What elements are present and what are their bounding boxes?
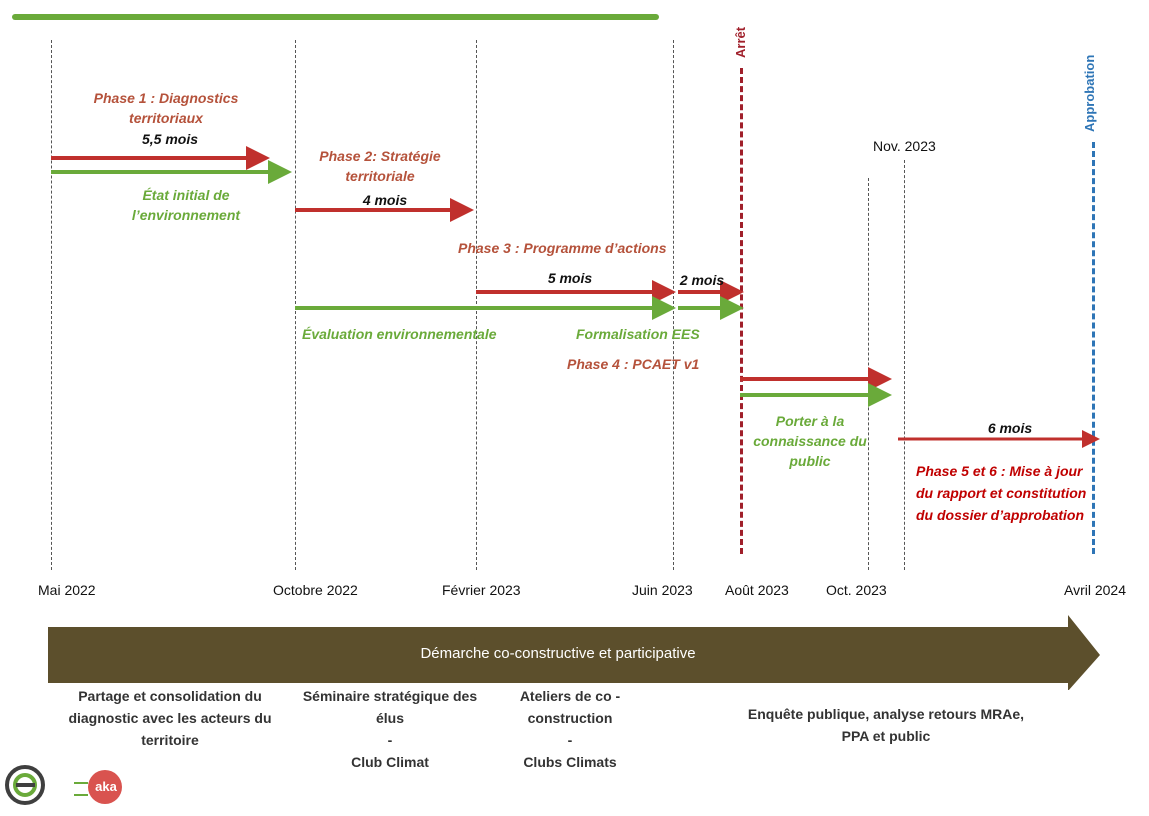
phase2-label: Phase 2: Stratégie territoriale xyxy=(319,148,441,184)
bottom-col4: Enquête publique, analyse retours MRAe, … xyxy=(747,706,1025,744)
date-fevrier-2023: Février 2023 xyxy=(442,582,521,598)
date-oct-2023: Oct. 2023 xyxy=(826,582,887,598)
milestone-line-nov-2023 xyxy=(904,160,905,570)
milestone-line-mai-2022 xyxy=(51,40,52,570)
nov-2023-label: Nov. 2023 xyxy=(873,138,936,154)
aka-logo-text: aka xyxy=(95,779,117,794)
bottom-col3-b: Clubs Climats xyxy=(523,754,617,770)
formalisation-duration: 2 mois xyxy=(679,272,725,288)
phase2-duration: 4 mois xyxy=(362,192,408,208)
milestone-line-octobre-2022 xyxy=(295,40,296,570)
porter-label: Porter à la connaissance du public xyxy=(753,413,867,469)
aka-logo: aka xyxy=(74,770,122,806)
phase1-label: Phase 1 : Diagnostics territoriaux xyxy=(93,90,239,126)
date-aout-2023: Août 2023 xyxy=(725,582,789,598)
header-green-bar xyxy=(12,14,659,20)
phase3-duration: 5 mois xyxy=(547,270,593,286)
e-swirl-logo-icon xyxy=(4,762,46,808)
phase56-duration: 6 mois xyxy=(987,420,1033,436)
phase3-label: Phase 3 : Programme d’actions xyxy=(458,240,667,256)
date-octobre-2022: Octobre 2022 xyxy=(273,582,358,598)
phase4-label: Phase 4 : PCAET v1 xyxy=(567,356,700,372)
date-juin-2023: Juin 2023 xyxy=(632,582,693,598)
phase56-label: Phase 5 et 6 : Mise à jour du rapport et… xyxy=(916,463,1087,523)
approbation-line xyxy=(1092,142,1095,554)
bottom-col2-b: Club Climat xyxy=(351,754,429,770)
aka-logo-bars xyxy=(74,782,88,796)
date-mai-2022: Mai 2022 xyxy=(38,582,96,598)
date-avril-2024: Avril 2024 xyxy=(1064,582,1127,598)
etat-initial-label: État initial de l’environnement xyxy=(131,187,241,223)
bottom-col1: Partage et consolidation du diagnostic a… xyxy=(68,688,272,748)
bottom-col3-a: Ateliers de co - construction xyxy=(519,688,621,726)
phase-arrows xyxy=(51,146,1100,448)
milestone-line-fevrier-2023 xyxy=(476,40,477,570)
bottom-col2-sep: - xyxy=(387,732,393,748)
bottom-col3-sep: - xyxy=(567,732,573,748)
banner-label: Démarche co-constructive et participativ… xyxy=(420,645,696,662)
aka-logo-circle xyxy=(88,770,122,804)
banner-arrow xyxy=(48,615,1100,690)
formalisation-label: Formalisation EES xyxy=(576,326,700,342)
phase1-duration: 5,5 mois xyxy=(141,131,199,147)
bottom-col2-a: Séminaire stratégique des élus xyxy=(302,688,478,726)
evaluation-label: Évaluation environnementale xyxy=(302,326,497,342)
